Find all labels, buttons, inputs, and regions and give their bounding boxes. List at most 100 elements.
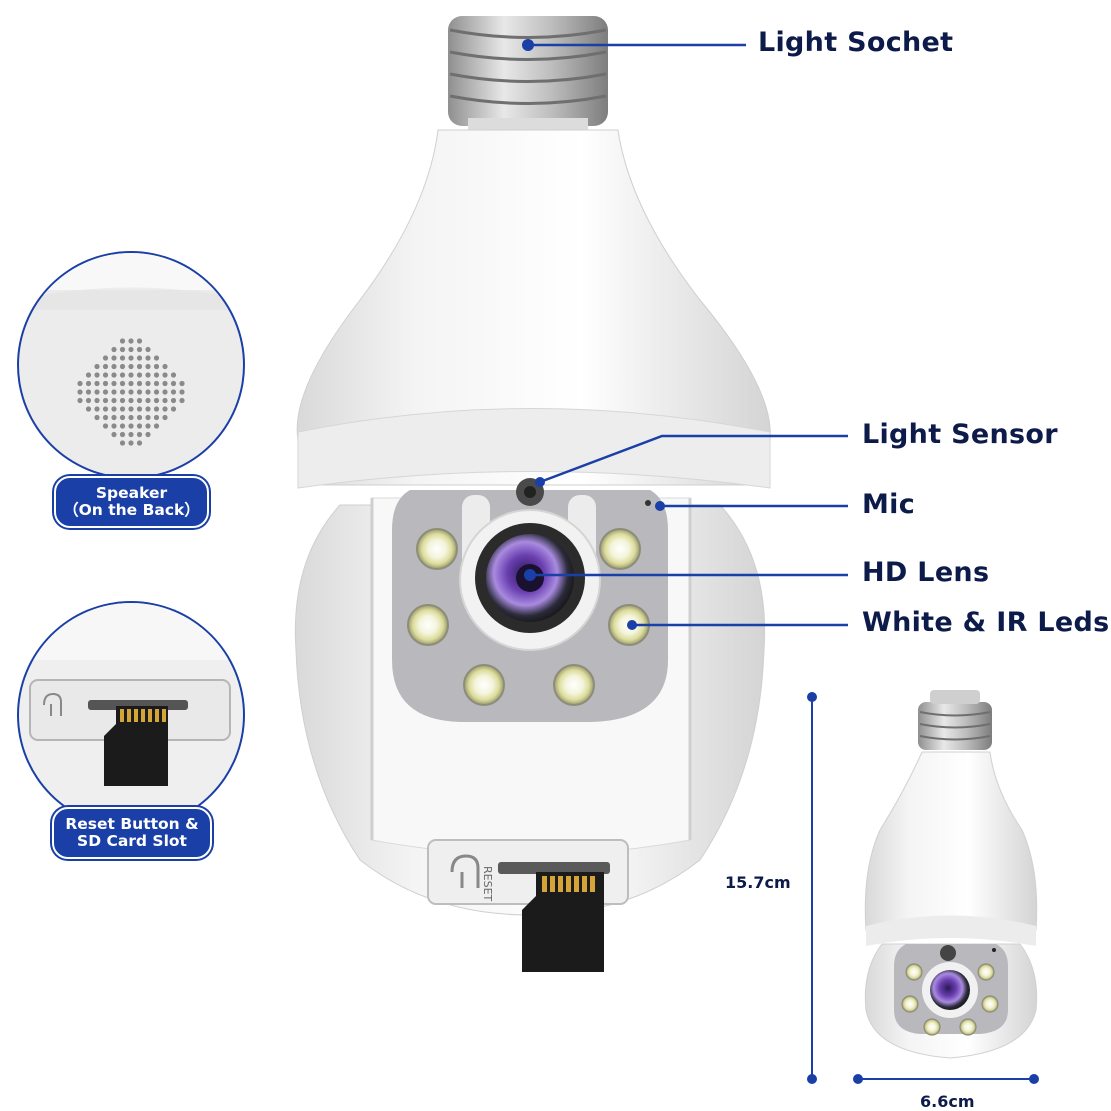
speaker-hole: [128, 414, 134, 421]
speaker-pill-line1: Speaker: [95, 484, 168, 502]
speaker-hole: [145, 431, 151, 438]
speaker-hole: [162, 414, 168, 421]
speaker-hole: [94, 363, 100, 370]
speaker-hole: [128, 380, 134, 387]
speaker-hole: [145, 397, 151, 404]
speaker-hole: [102, 389, 109, 395]
speaker-hole: [128, 389, 134, 395]
small-camera: [864, 690, 1038, 1059]
speaker-hole: [111, 431, 117, 438]
speaker-hole: [102, 423, 109, 429]
speaker-hole: [145, 380, 151, 387]
speaker-hole: [179, 397, 185, 404]
speaker-hole: [145, 406, 151, 412]
speaker-hole: [136, 338, 143, 344]
speaker-hole: [128, 431, 134, 438]
speaker-hole: [136, 423, 143, 429]
speaker-hole: [145, 414, 151, 421]
speaker-hole: [162, 380, 168, 387]
speaker-hole: [162, 397, 168, 404]
speaker-hole: [128, 355, 134, 361]
speaker-hole: [136, 414, 143, 421]
speaker-hole: [111, 355, 117, 361]
speaker-hole: [119, 431, 126, 438]
speaker-hole: [94, 397, 100, 404]
speaker-hole: [111, 380, 117, 387]
speaker-hole: [179, 389, 185, 395]
speaker-hole: [111, 423, 117, 429]
speaker-hole: [119, 414, 126, 421]
speaker-hole: [128, 338, 134, 344]
speaker-hole: [136, 380, 143, 387]
label-light-sensor: Light Sensor: [862, 419, 1058, 450]
speaker-hole: [128, 406, 134, 412]
speaker-hole: [119, 423, 126, 429]
speaker-hole: [170, 389, 177, 395]
speaker-hole: [119, 440, 126, 446]
speaker-hole: [145, 423, 151, 429]
speaker-hole: [85, 372, 92, 378]
speaker-hole: [119, 363, 126, 370]
speaker-hole: [128, 397, 134, 404]
speaker-hole: [136, 397, 143, 404]
speaker-hole: [153, 380, 160, 387]
speaker-hole: [111, 406, 117, 412]
speaker-hole: [170, 397, 177, 404]
speaker-hole: [111, 397, 117, 404]
speaker-hole: [111, 389, 117, 395]
sd-slot-inset: [17, 601, 245, 829]
speaker-hole: [128, 363, 134, 370]
speaker-hole: [111, 372, 117, 378]
dimension-height: 15.7cm: [725, 873, 791, 892]
speaker-hole: [170, 380, 177, 387]
callout-lines: [530, 43, 848, 627]
dimension-width: 6.6cm: [920, 1092, 975, 1111]
speaker-grille: [77, 338, 185, 446]
speaker-hole: [145, 346, 151, 353]
speaker-hole: [94, 372, 100, 378]
speaker-hole: [119, 338, 126, 344]
speaker-hole: [119, 346, 126, 353]
speaker-hole: [119, 389, 126, 395]
screw-base: [448, 16, 608, 134]
main-camera: RESET: [294, 16, 771, 972]
speaker-hole: [136, 355, 143, 361]
speaker-hole: [153, 423, 160, 429]
speaker-hole: [85, 397, 92, 404]
speaker-hole: [111, 414, 117, 421]
label-mic: Mic: [862, 489, 916, 520]
speaker-hole: [128, 423, 134, 429]
speaker-hole: [119, 397, 126, 404]
speaker-hole: [85, 389, 92, 395]
label-light-socket: Light Sochet: [758, 27, 954, 58]
speaker-hole: [111, 346, 117, 353]
led-array: [407, 528, 650, 706]
callout-dots: [522, 39, 665, 630]
speaker-hole: [77, 380, 83, 387]
speaker-hole: [162, 372, 168, 378]
speaker-hole: [136, 389, 143, 395]
speaker-hole: [102, 372, 109, 378]
speaker-hole: [136, 363, 143, 370]
speaker-hole: [128, 346, 134, 353]
label-leds: White & IR Leds: [862, 607, 1110, 638]
speaker-hole: [77, 389, 83, 395]
sd-slot-pill-line1: Reset Button &: [65, 815, 199, 833]
speaker-hole: [128, 372, 134, 378]
speaker-hole: [162, 406, 168, 412]
speaker-hole: [102, 355, 109, 361]
speaker-hole: [119, 355, 126, 361]
speaker-hole: [111, 363, 117, 370]
speaker-hole: [94, 389, 100, 395]
sd-slot-pill-line2: SD Card Slot: [77, 832, 187, 850]
speaker-hole: [85, 380, 92, 387]
sd-card: [522, 872, 604, 972]
reset-text: RESET: [481, 866, 494, 902]
speaker-inset: [17, 251, 245, 479]
speaker-hole: [128, 440, 134, 446]
speaker-pill-line2: （On the Back）: [63, 501, 200, 519]
speaker-hole: [102, 380, 109, 387]
speaker-hole: [102, 397, 109, 404]
speaker-hole: [153, 414, 160, 421]
